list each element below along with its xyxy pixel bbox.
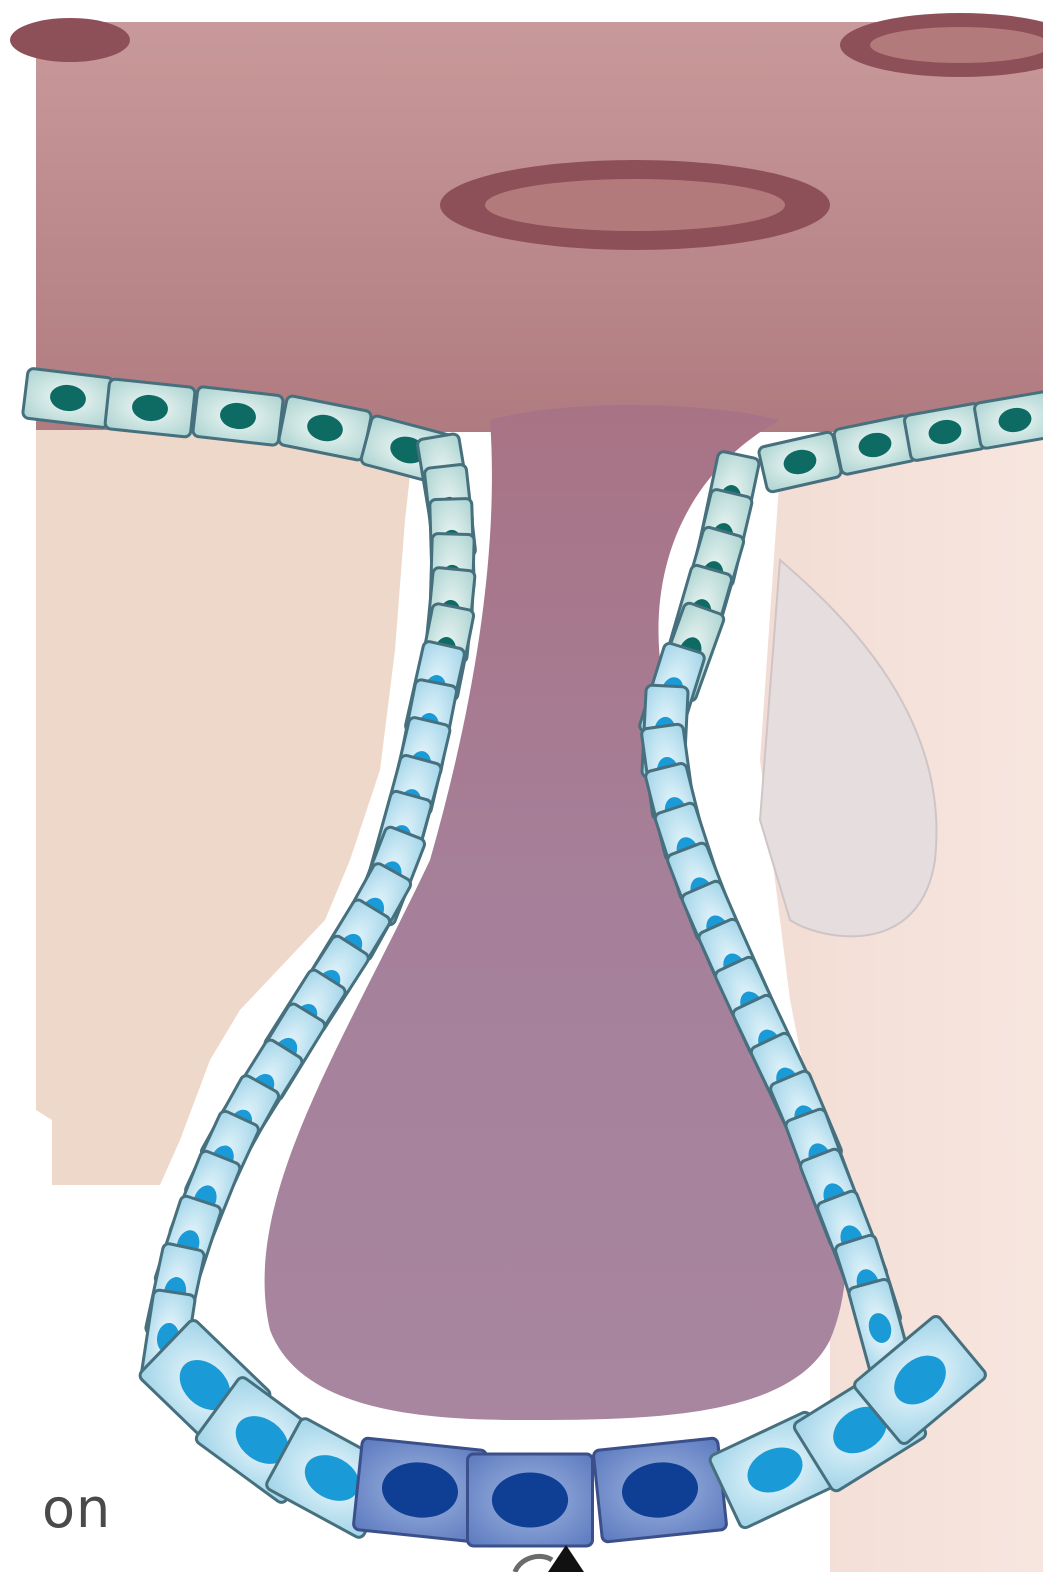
- epithelial-cell-upper: [105, 379, 196, 438]
- stem-cell: [593, 1438, 727, 1543]
- epithelial-cell-upper: [22, 368, 113, 428]
- stem-cell: [468, 1454, 593, 1546]
- vessel-right-inner: [870, 27, 1043, 63]
- left-margin: [0, 0, 36, 1572]
- epithelial-cell-upper: [192, 386, 283, 445]
- vessel-center-inner: [485, 179, 785, 231]
- fragment-label: on: [42, 1482, 111, 1536]
- vessel-left: [10, 18, 130, 62]
